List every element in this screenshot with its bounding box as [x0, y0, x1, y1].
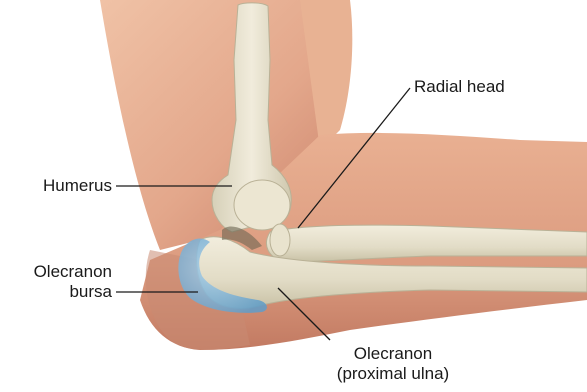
- humerus-condyle: [234, 180, 290, 230]
- radius-bone: [266, 225, 587, 262]
- label-humerus: Humerus: [20, 176, 112, 196]
- label-radial-head: Radial head: [414, 77, 505, 97]
- label-olecranon-line2: (proximal ulna): [318, 364, 468, 384]
- label-olecranon-line1: Olecranon: [318, 344, 468, 364]
- label-olecranon: Olecranon (proximal ulna): [318, 344, 468, 384]
- label-olecranon-bursa: Olecranon bursa: [8, 262, 112, 302]
- label-olecranon-bursa-line2: bursa: [8, 282, 112, 302]
- radial-head: [270, 224, 290, 256]
- label-olecranon-bursa-line1: Olecranon: [8, 262, 112, 282]
